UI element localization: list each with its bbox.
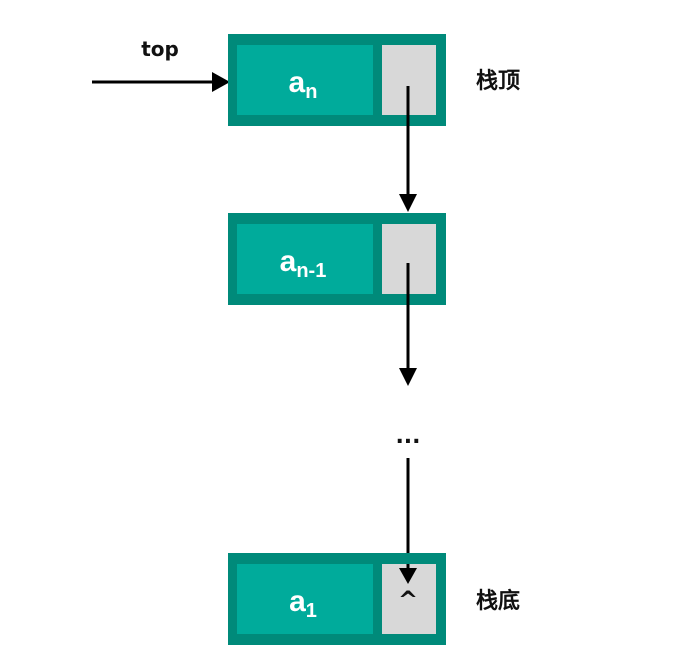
node-value-sub: 1 [306,600,317,622]
stack-node-bottom: a1 ^ [228,553,446,645]
link-arrow-1 [399,86,417,212]
top-arrow-head [212,72,230,92]
node-value-sub: n [305,81,317,103]
stack-node-second: an-1 [228,213,446,305]
node-value-sub: n-1 [296,260,326,282]
stack-top-label: 栈顶 [476,69,520,94]
node-value: an [289,66,318,103]
node-data-cell [237,224,373,294]
node-value-base: a [289,66,306,99]
top-pointer: top [92,37,230,92]
top-label: top [141,37,179,61]
node-data-cell [237,45,373,115]
node-value: a1 [289,585,317,622]
stack-bottom-label: 栈底 [476,588,520,614]
ellipsis: ... [395,424,420,449]
link-arrow-head [399,194,417,212]
node-data-cell [237,564,373,634]
link-arrow-head-overlay [399,568,417,584]
node-value-base: a [280,245,297,278]
node-value-base: a [289,585,306,618]
node-value: an-1 [280,245,327,282]
link-arrow-head [399,368,417,386]
link-arrow-2 [399,263,417,386]
null-pointer-mark: ^ [398,586,418,614]
stack-node-top: an [228,34,446,126]
